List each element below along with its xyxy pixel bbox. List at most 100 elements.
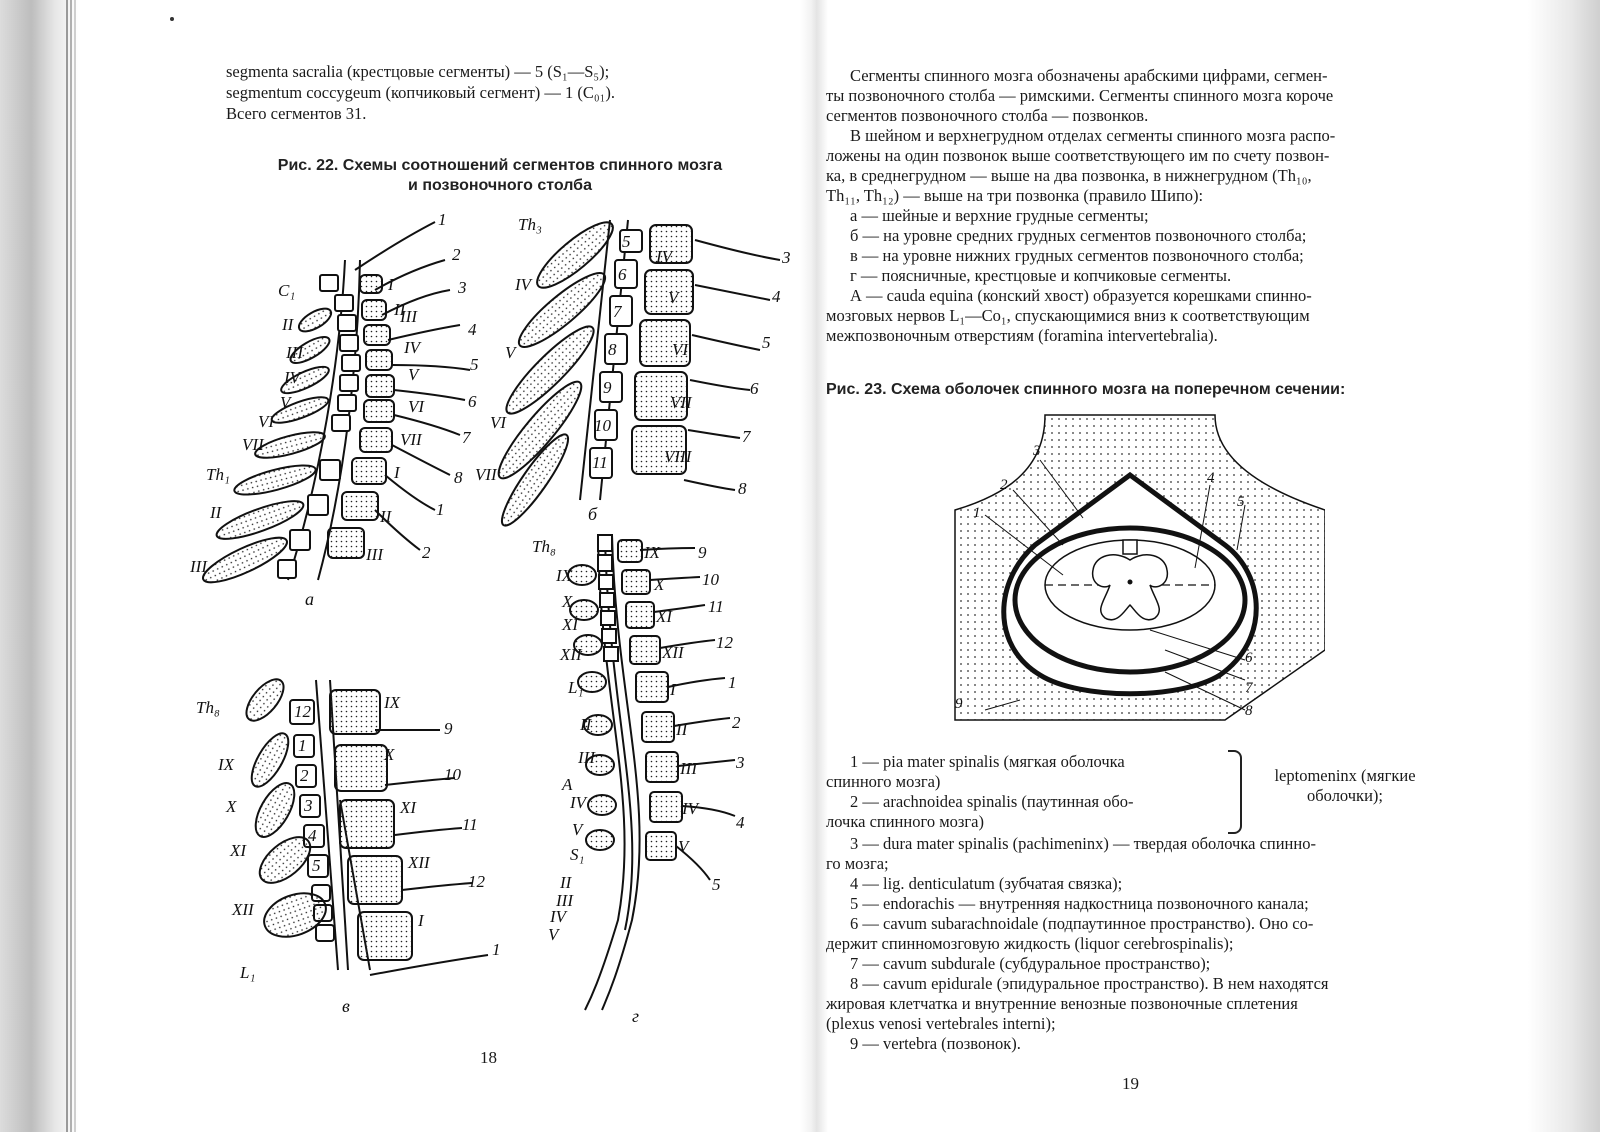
svg-text:Th₈: Th₈ <box>196 698 220 717</box>
svg-text:II: II <box>559 873 573 892</box>
svg-text:1: 1 <box>728 673 737 692</box>
svg-text:II: II <box>281 315 295 334</box>
svg-text:S₁: S₁ <box>570 845 584 864</box>
svg-text:XII: XII <box>559 645 583 664</box>
right-text-line-2: ты позвоночного столба — римскими. Сегме… <box>826 86 1334 105</box>
legend-3a: 3 — dura mater spinalis (pachimeninx) — … <box>850 834 1316 853</box>
legend-2a: 2 — arachnoidea spinalis (паутинная обо- <box>850 792 1134 811</box>
svg-text:V: V <box>572 820 585 839</box>
svg-text:IV: IV <box>283 368 303 387</box>
right-text-line-12: А — cauda equina (конский хвост) образуе… <box>850 286 1312 305</box>
svg-text:II: II <box>579 715 593 734</box>
svg-text:Th₈: Th₈ <box>532 537 556 556</box>
left-text-line-3: Всего сегментов 31. <box>226 104 367 123</box>
svg-text:9: 9 <box>444 719 453 738</box>
svg-text:VII: VII <box>242 435 265 454</box>
svg-text:IV: IV <box>514 275 534 294</box>
svg-text:XII: XII <box>231 900 255 919</box>
svg-text:8: 8 <box>1245 703 1253 719</box>
svg-text:10: 10 <box>444 765 462 784</box>
svg-text:1: 1 <box>492 940 501 959</box>
svg-text:1: 1 <box>438 210 447 229</box>
svg-text:XI: XI <box>655 607 673 626</box>
svg-text:3: 3 <box>457 278 467 297</box>
legend-9: 9 — vertebra (позвонок). <box>850 1034 1021 1053</box>
svg-text:3: 3 <box>735 753 745 772</box>
right-text-line-9: б — на уровне средних грудных сегментов … <box>850 226 1307 245</box>
legend-8a: 8 — cavum epidurale (эпидуральное простр… <box>850 974 1329 993</box>
svg-text:I: I <box>417 911 425 930</box>
svg-text:VI: VI <box>672 340 689 359</box>
svg-text:X: X <box>383 745 395 764</box>
svg-text:IV: IV <box>681 799 701 818</box>
page-edges-left <box>0 0 78 1132</box>
svg-text:9: 9 <box>603 378 612 397</box>
svg-text:11: 11 <box>592 453 608 472</box>
left-text-line-1: segmenta sacralia (крестцовые сегменты) … <box>226 62 610 81</box>
svg-text:III: III <box>365 545 384 564</box>
svg-text:3: 3 <box>781 248 791 267</box>
svg-text:IV: IV <box>549 907 569 926</box>
svg-text:4: 4 <box>468 320 477 339</box>
svg-text:6: 6 <box>618 265 627 284</box>
speck <box>170 17 174 21</box>
svg-text:8: 8 <box>608 340 617 359</box>
svg-text:V: V <box>280 393 293 412</box>
svg-text:3: 3 <box>303 796 313 815</box>
svg-text:L₁: L₁ <box>567 678 583 697</box>
right-text-line-14: межпозвоночным отверстиям (foramina inte… <box>826 326 1218 345</box>
svg-text:III: III <box>679 759 698 778</box>
svg-text:VI: VI <box>408 397 425 416</box>
svg-text:A: A <box>561 775 573 794</box>
svg-text:6: 6 <box>750 379 759 398</box>
svg-text:V: V <box>678 837 691 856</box>
svg-text:IV: IV <box>403 338 423 357</box>
legend-6a: 6 — cavum subarachnoidale (подпаутинное … <box>850 914 1314 933</box>
left-page-number: 18 <box>480 1048 497 1067</box>
panel-a-spine <box>277 259 361 581</box>
right-text-line-8: а — шейные и верхние грудные сегменты; <box>850 206 1149 225</box>
legend-7: 7 — cavum subdurale (субдуральное простр… <box>850 954 1211 973</box>
svg-text:XI: XI <box>561 615 579 634</box>
svg-text:7: 7 <box>742 427 752 446</box>
arachnoid <box>1012 525 1248 675</box>
svg-text:12: 12 <box>294 702 312 721</box>
legend-1b: спинного мозга) <box>826 772 941 791</box>
legend-8b: жировая клетчатка и внутренние венозные … <box>826 994 1298 1013</box>
figure-22-caption-line2: и позвоночного столба <box>408 177 592 194</box>
svg-text:XII: XII <box>661 643 685 662</box>
svg-text:XI: XI <box>229 841 247 860</box>
svg-text:10: 10 <box>594 416 612 435</box>
svg-text:11: 11 <box>708 597 724 616</box>
svg-text:II: II <box>675 720 689 739</box>
svg-text:IX: IX <box>555 566 573 585</box>
svg-text:L₁: L₁ <box>239 963 255 982</box>
svg-text:4: 4 <box>1207 470 1215 486</box>
svg-text:1: 1 <box>973 505 981 521</box>
figure-22-caption: Рис. 22. Схемы соотношений сегментов спи… <box>250 156 750 196</box>
panel-v-label: в <box>342 996 350 1016</box>
panel-g <box>567 534 736 1011</box>
right-text-line-1: Сегменты спинного мозга обозначены арабс… <box>850 66 1328 85</box>
svg-text:VII: VII <box>400 430 423 449</box>
page-edge-right <box>1528 0 1600 1132</box>
svg-text:Th₁: Th₁ <box>206 465 230 484</box>
svg-text:5: 5 <box>1237 494 1245 510</box>
svg-text:11: 11 <box>462 815 478 834</box>
svg-text:4: 4 <box>736 813 745 832</box>
panel-a-nerves <box>354 221 471 551</box>
svg-text:Th₃: Th₃ <box>518 215 542 234</box>
svg-text:C₁: C₁ <box>278 281 295 300</box>
legend-8c: (plexus venosi vertebrales interni); <box>826 1014 1056 1033</box>
svg-text:VII: VII <box>670 393 693 412</box>
book-fold <box>800 0 828 1132</box>
svg-text:2: 2 <box>452 245 461 264</box>
figure-22-caption-line1: Рис. 22. Схемы соотношений сегментов спи… <box>277 157 723 174</box>
svg-text:XI: XI <box>399 798 417 817</box>
svg-text:III: III <box>399 307 418 326</box>
svg-text:III: III <box>285 343 304 362</box>
svg-text:6: 6 <box>468 392 477 411</box>
panel-g-label: г <box>632 1006 639 1026</box>
